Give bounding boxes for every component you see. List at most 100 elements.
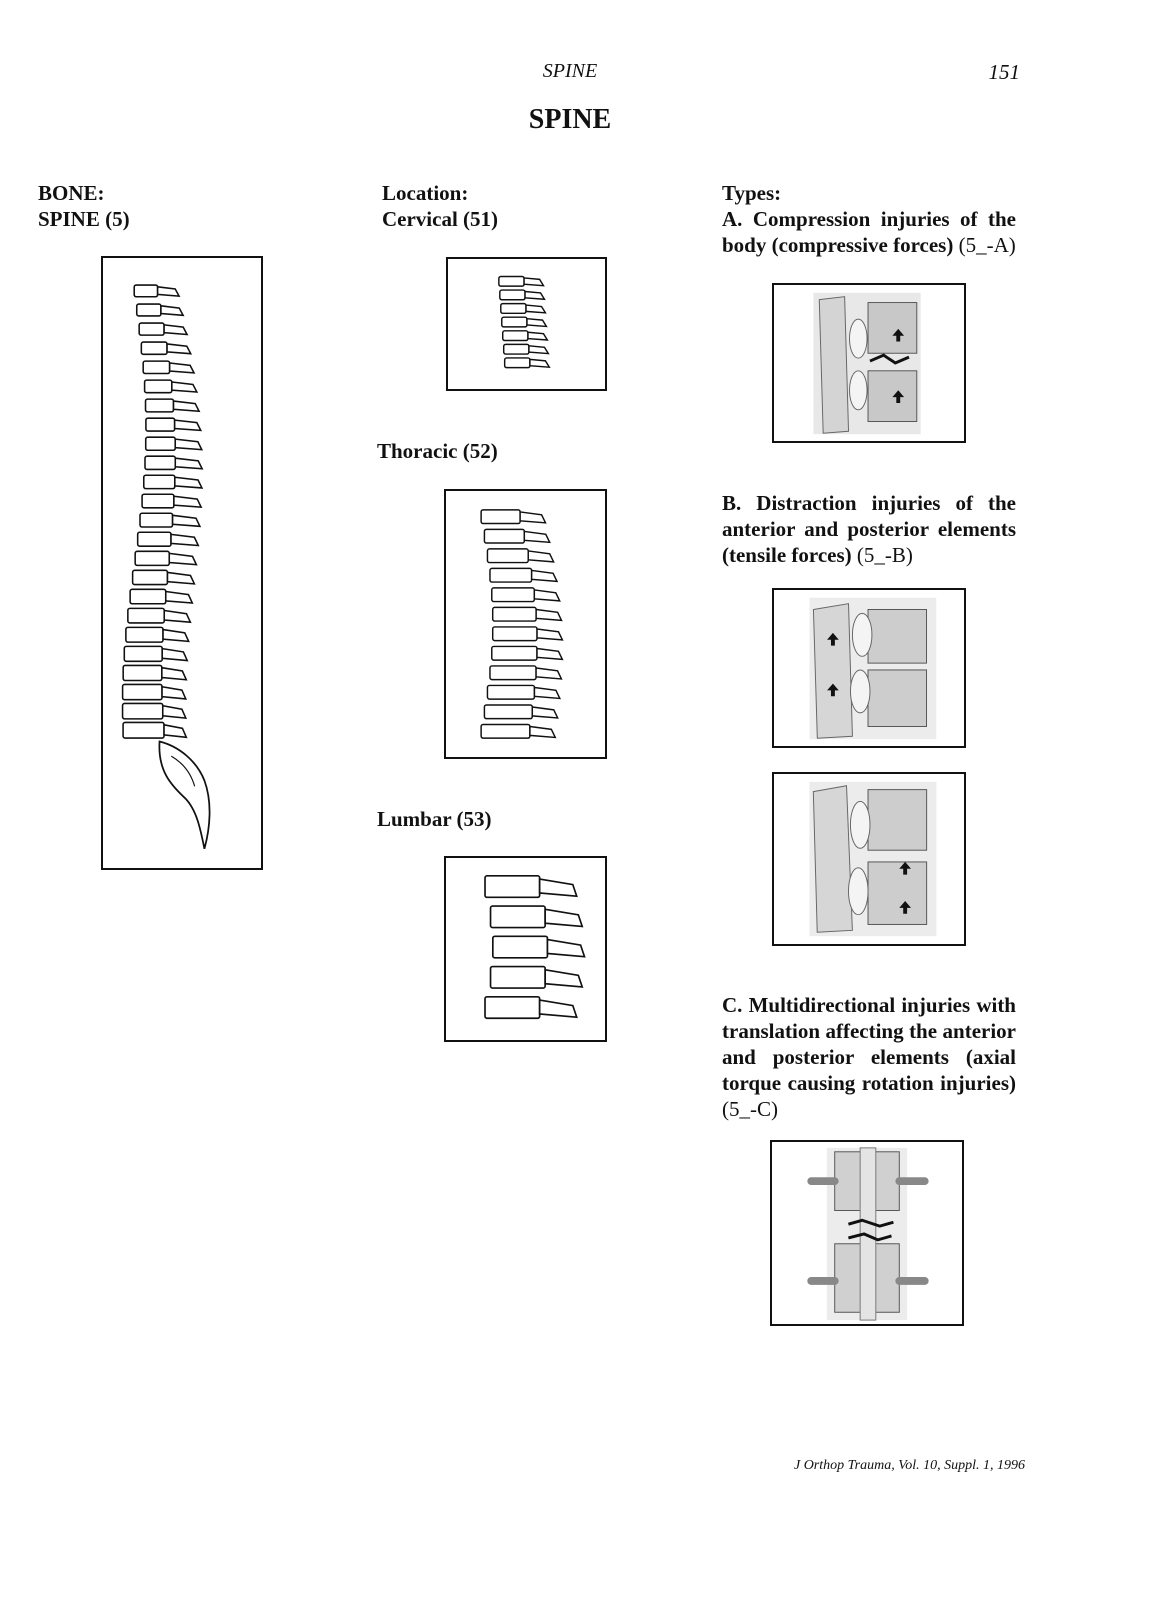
compression-injury-illustration [813, 292, 921, 435]
type-a-figure [772, 283, 966, 443]
vertebra-body [489, 965, 546, 989]
vertebra-body [141, 493, 175, 509]
vertebra-body [489, 567, 533, 583]
full-spine-illustration [121, 284, 211, 854]
vertebra-body [145, 417, 176, 432]
vertebra-process [168, 552, 198, 566]
vertebra-process [535, 608, 563, 622]
vertebra-body [503, 357, 531, 369]
vertebra-body [125, 626, 164, 643]
vertebra-body [123, 645, 163, 663]
vertebra-process [531, 706, 559, 719]
lumbar-figure [444, 856, 607, 1042]
vertebra-body [129, 588, 167, 605]
vertebra-body [480, 509, 521, 525]
vertebra-process [538, 878, 578, 898]
type-a-description: A. Compression injuries of the body (com… [722, 206, 1016, 258]
type-b-code: (5_-B) [851, 543, 913, 567]
vertebra-body [139, 512, 174, 528]
type-b-figure-1 [772, 588, 966, 748]
full-spine-figure [101, 256, 263, 870]
vertebra-process [174, 476, 204, 489]
vertebra-process [533, 686, 562, 700]
vertebra-process [161, 647, 189, 662]
vertebra-process [173, 419, 203, 432]
vertebra-process [529, 725, 557, 739]
location-heading: Location: [382, 181, 469, 205]
page-number: 151 [988, 60, 1021, 84]
types-heading: Types: [722, 181, 782, 205]
vertebra-body [143, 379, 173, 394]
vertebra-body [142, 474, 176, 490]
type-a-text: A. Compression injuries of the body (com… [722, 207, 1016, 257]
running-head: SPINE [542, 60, 598, 82]
page-title: SPINE [528, 104, 612, 135]
vertebra-process [162, 628, 190, 643]
vertebra-process [161, 685, 188, 700]
type-b-text: B. Distraction injuries of the anterior … [722, 491, 1016, 567]
vertebra-body [486, 548, 529, 564]
vertebra-process [523, 530, 551, 544]
vertebra-process [161, 704, 188, 720]
type-b-figure-2 [772, 772, 966, 946]
type-c-code: (5_-C) [722, 1097, 778, 1121]
vertebra-body [484, 875, 541, 899]
vertebra-body [121, 683, 163, 701]
type-b-description: B. Distraction injuries of the anterior … [722, 490, 1016, 568]
vertebra-process [536, 647, 564, 661]
vertebra-body [131, 569, 169, 586]
type-c-figure [770, 1140, 964, 1326]
vertebra-process [536, 628, 564, 641]
type-c-description: C. Multidirectional injuries with transl… [722, 992, 1016, 1122]
vertebra-body [133, 284, 159, 298]
vertebra-body [144, 436, 177, 452]
bone-name: SPINE (5) [38, 207, 130, 231]
vertebra-body [136, 531, 172, 547]
cervical-spine-illustration [498, 275, 551, 369]
vertebra-process [174, 457, 204, 470]
distraction-injury-illustration-1 [809, 597, 937, 740]
vertebra-process [171, 514, 202, 528]
vertebra-process [161, 666, 188, 681]
vertebra-body [491, 935, 549, 959]
vertebra-process [170, 533, 200, 547]
vertebra-body [122, 664, 163, 682]
type-c-text: C. Multidirectional injuries with transl… [722, 993, 1016, 1095]
cervical-figure [446, 257, 607, 391]
vertebra-process [535, 667, 563, 680]
vertebra-body [142, 360, 171, 375]
vertebra-process [171, 381, 199, 393]
vertebra-body [500, 302, 527, 315]
journal-citation: J Orthop Trauma, Vol. 10, Suppl. 1, 1996 [793, 1458, 1025, 1473]
vertebra-process [526, 317, 548, 328]
vertebra-process [172, 400, 201, 413]
vertebra-body [498, 275, 525, 287]
vertebra-process [174, 438, 204, 451]
vertebra-body [484, 995, 541, 1020]
thoracic-figure [444, 489, 607, 759]
vertebra-body [140, 341, 168, 356]
vertebra-process [529, 358, 551, 369]
vertebra-process [524, 290, 546, 301]
vertebra-process [523, 277, 545, 287]
vertebra-process [525, 304, 547, 314]
type-a-code: (5_-A) [953, 233, 1016, 257]
vertebra-body [491, 587, 536, 603]
vertebra-process [166, 571, 196, 585]
vertebra-body [135, 303, 162, 317]
vertebra-body [121, 702, 164, 720]
vertebra-process [164, 590, 194, 604]
vertebra-body [501, 316, 528, 328]
vertebra-process [533, 589, 561, 602]
vertebra-body [144, 398, 175, 413]
vertebra-body [144, 455, 177, 471]
vertebra-process [166, 343, 193, 355]
vertebra-body [122, 721, 165, 739]
vertebra-process [527, 331, 549, 341]
vertebra-process [546, 938, 586, 958]
vertebra-body [486, 684, 536, 700]
vertebra-process [530, 569, 559, 583]
vertebra-process [173, 495, 203, 509]
vertebra-body [491, 645, 538, 661]
vertebra-body [489, 665, 537, 681]
